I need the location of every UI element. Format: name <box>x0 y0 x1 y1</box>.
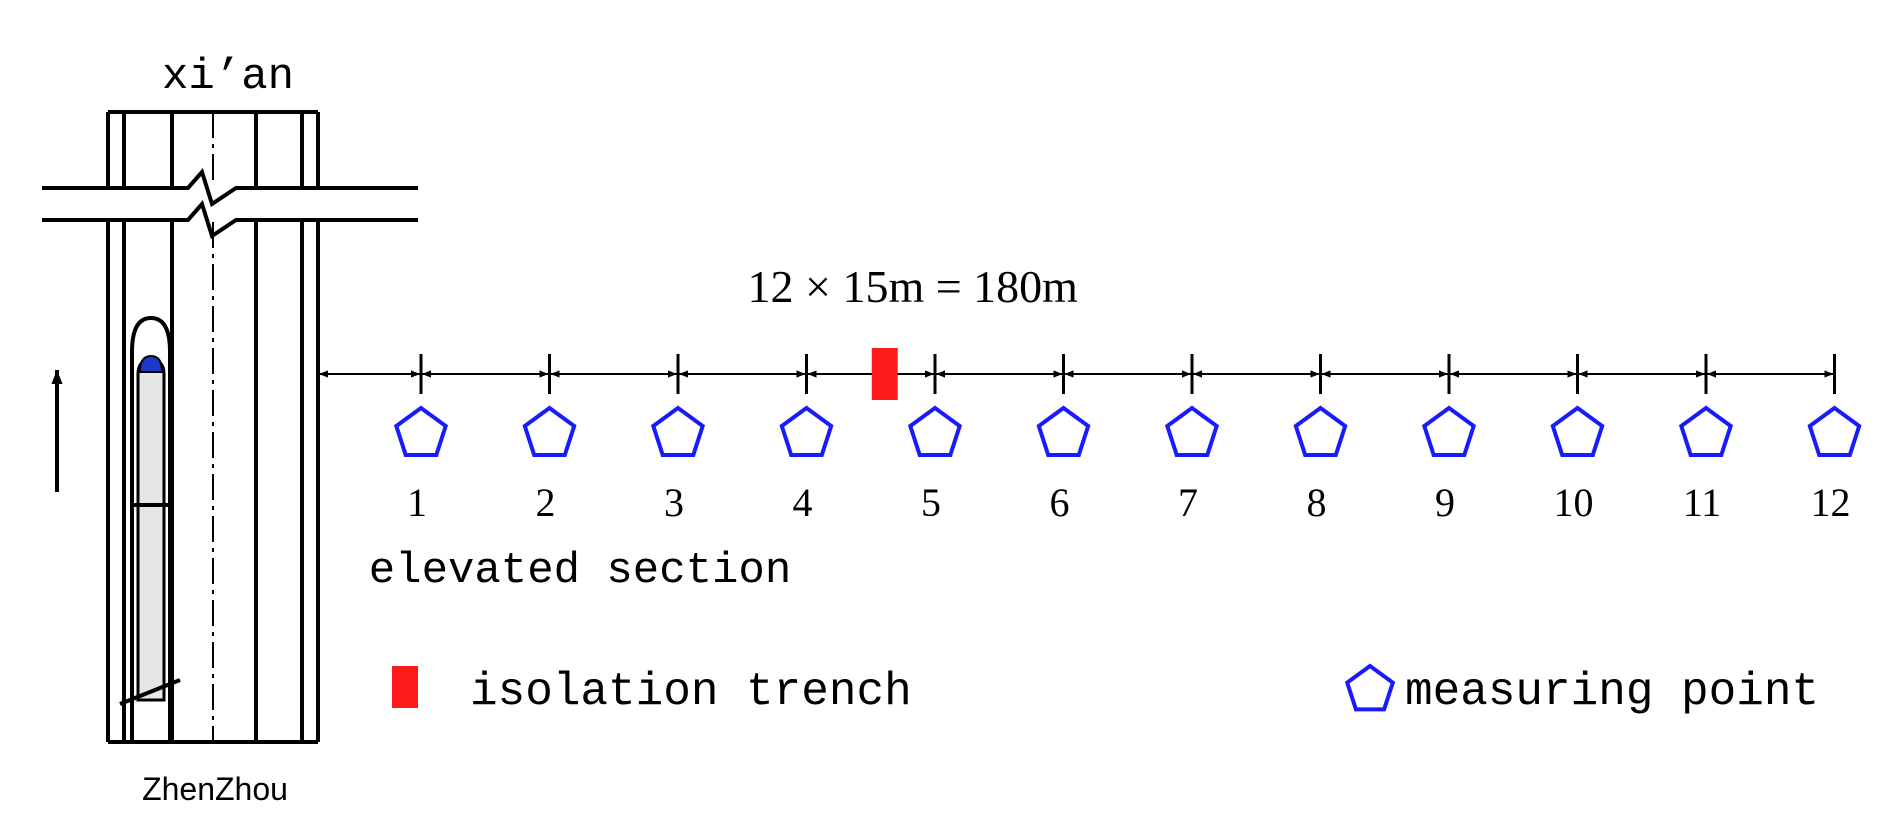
track-lines-upper <box>106 112 320 186</box>
railway-plan: xi’an <box>42 52 418 807</box>
point-label: 7 <box>1178 480 1198 525</box>
point-label: 2 <box>536 480 556 525</box>
point-label: 10 <box>1554 480 1594 525</box>
point-label: 8 <box>1307 480 1327 525</box>
point-label: 3 <box>664 480 684 525</box>
pentagon-icon <box>522 405 577 457</box>
red-rectangle-icon <box>392 666 418 708</box>
top-direction-label: xi’an <box>162 52 294 102</box>
point-label: 12 <box>1811 480 1851 525</box>
pentagon-icon <box>1344 663 1396 712</box>
train <box>119 315 181 742</box>
bottom-direction-label: ZhenZhou <box>142 771 288 807</box>
pentagon-icon <box>393 405 449 457</box>
section-label: elevated section <box>369 546 791 596</box>
pentagon-icon <box>1421 405 1477 457</box>
legend-point-label: measuring point <box>1405 666 1819 718</box>
pentagon-icon <box>1807 405 1862 457</box>
point-label: 4 <box>793 480 813 525</box>
point-label: 6 <box>1050 480 1070 525</box>
point-label: 1 <box>407 480 427 525</box>
pentagon-icon <box>1036 405 1091 457</box>
dimension-lines <box>319 354 1836 394</box>
pentagon-icon <box>779 405 834 457</box>
span-formula: 12 × 15m = 180m <box>748 261 1079 312</box>
pentagon-icon <box>650 405 706 457</box>
legend-pentagon-shape <box>1344 663 1396 712</box>
pentagon-icon <box>1678 405 1734 457</box>
train-cab <box>138 354 164 373</box>
pentagon-icon <box>1293 405 1348 457</box>
pentagon-icon <box>1164 405 1220 457</box>
point-label: 9 <box>1435 480 1455 525</box>
legend-trench-label: isolation trench <box>470 666 912 718</box>
break-lines <box>42 167 418 240</box>
pentagon-icon <box>1550 405 1605 457</box>
red-rectangle-icon <box>871 348 898 400</box>
point-label: 5 <box>921 480 941 525</box>
point-label: 11 <box>1683 480 1722 525</box>
pentagon-icon <box>907 405 963 457</box>
legend: isolation trench measuring point <box>392 663 1819 718</box>
